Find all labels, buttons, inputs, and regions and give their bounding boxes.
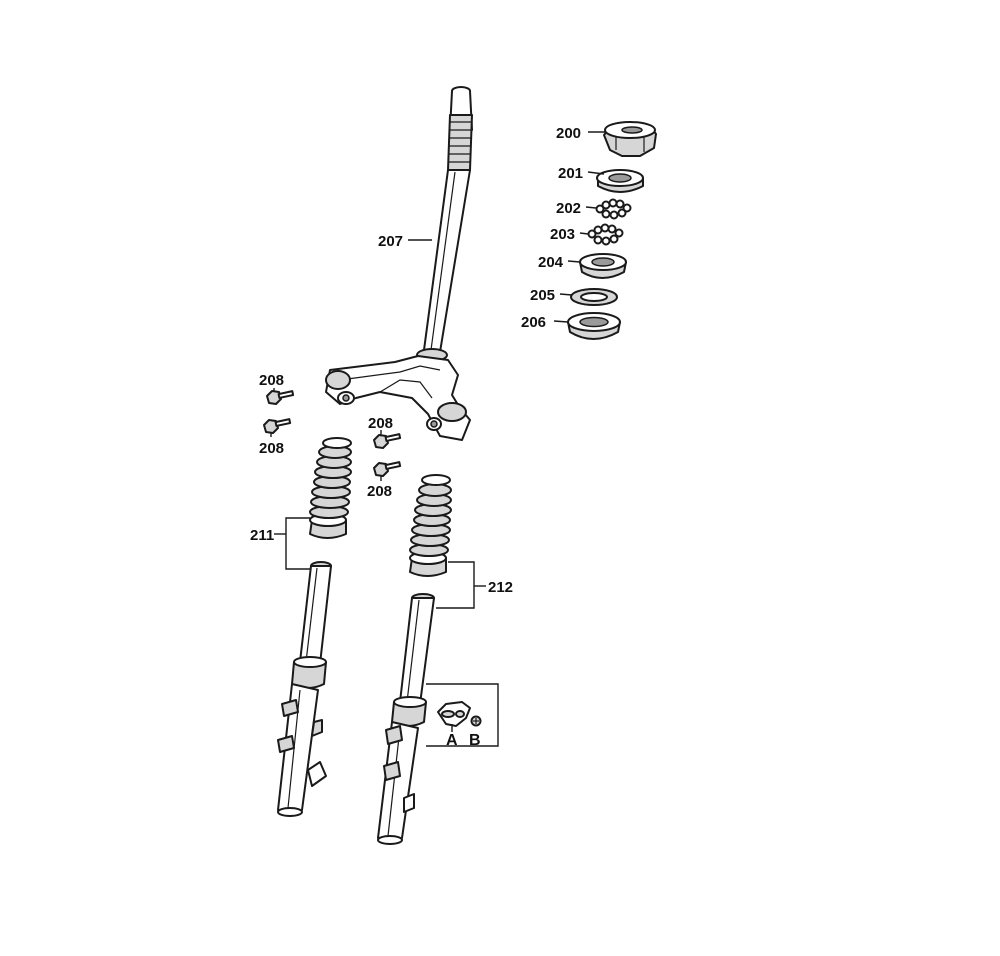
top-nut-200: 200 xyxy=(556,121,657,157)
callout-B: B xyxy=(469,732,481,749)
callout-A: A xyxy=(446,732,458,749)
callout-208-b: 208 xyxy=(259,440,284,457)
ball-bearings-203: 203 xyxy=(550,223,624,246)
cone-race-204: 204 xyxy=(538,253,627,279)
callout-201: 201 xyxy=(558,165,583,182)
bearing-race-206: 206 xyxy=(521,312,621,340)
inset-detail-box: A B xyxy=(426,683,499,749)
callout-212: 212 xyxy=(488,579,513,596)
fork-leg-right xyxy=(377,593,435,845)
dust-boot-left xyxy=(309,437,352,539)
lock-ring-201: 201 xyxy=(558,165,644,193)
assembly-bracket-211: 211 xyxy=(250,517,310,570)
bolt-208-upper-left: 208 xyxy=(259,372,295,405)
steering-stem-207: 207 xyxy=(325,86,473,441)
washer-205: 205 xyxy=(530,287,618,306)
callout-205: 205 xyxy=(530,287,555,304)
callout-200: 200 xyxy=(556,125,581,142)
bolt-208-lower-right: 208 xyxy=(367,461,402,500)
ball-bearings-202: 202 xyxy=(556,198,632,220)
assembly-bracket-212: 212 xyxy=(436,561,513,609)
bolt-208-lower-left: 208 xyxy=(259,418,292,457)
callout-211: 211 xyxy=(250,527,274,544)
callout-206: 206 xyxy=(521,314,546,331)
callout-208-d: 208 xyxy=(367,483,392,500)
callout-207: 207 xyxy=(378,233,403,250)
callout-202: 202 xyxy=(556,200,581,217)
bolt-208-upper-right: 208 xyxy=(368,415,402,449)
callout-203: 203 xyxy=(550,226,575,243)
callout-208-a: 208 xyxy=(259,372,284,389)
callout-204: 204 xyxy=(538,254,564,271)
dust-boot-right xyxy=(409,474,452,577)
callout-208-c: 208 xyxy=(368,415,393,432)
fork-leg-left xyxy=(277,561,332,817)
